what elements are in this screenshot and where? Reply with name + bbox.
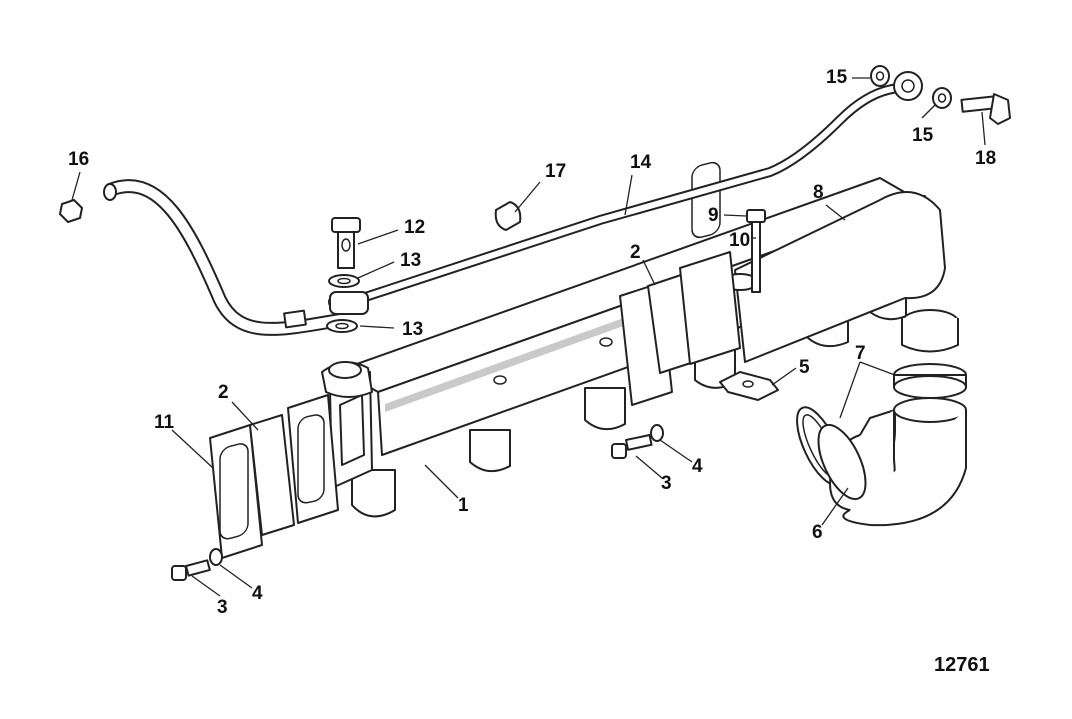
washer-4-lower	[209, 548, 223, 566]
hose-clip	[494, 201, 522, 231]
callout-12: 12	[404, 217, 426, 238]
callout-14: 14	[630, 152, 652, 173]
callout-17: 17	[545, 161, 567, 182]
callout-6: 6	[812, 522, 823, 543]
callout-5: 5	[799, 357, 810, 378]
callout-16: 16	[68, 149, 90, 170]
gasket-left-outer	[209, 424, 263, 559]
sealing-washer-upper	[328, 274, 360, 288]
callout-10: 10	[729, 230, 751, 251]
washer-15-upper	[870, 65, 890, 87]
water-hose	[103, 83, 901, 336]
bolt-3-middle	[611, 434, 653, 459]
callout-13-lower: 13	[402, 319, 424, 340]
callout-2-left: 2	[218, 382, 229, 403]
mounting-bracket	[719, 371, 779, 401]
callout-18: 18	[975, 148, 997, 169]
callout-9: 9	[708, 205, 719, 226]
callout-4-lower: 4	[252, 583, 263, 604]
gasket-middle	[619, 161, 741, 406]
callout-11: 11	[154, 412, 175, 433]
hose-clamp-upper	[893, 363, 967, 399]
hex-nut	[59, 199, 83, 223]
callout-2-middle: 2	[630, 242, 641, 263]
callout-15-lower: 15	[912, 125, 934, 146]
callout-4-middle: 4	[692, 456, 703, 477]
gasket-left-inner	[249, 394, 339, 536]
bolt-3-lower	[171, 559, 211, 581]
bolt-18	[960, 93, 1011, 125]
banjo-bolt	[331, 217, 361, 269]
sealing-washer-lower	[326, 319, 358, 333]
washer-15-lower	[932, 87, 952, 109]
callout-13-upper: 13	[400, 250, 422, 271]
callout-8: 8	[813, 182, 824, 203]
leader-lines	[71, 77, 986, 597]
exhaust-elbow-hose	[817, 397, 967, 527]
hose-end-banjo	[893, 71, 923, 101]
callout-3-lower: 3	[217, 597, 228, 618]
callout-15-upper: 15	[826, 67, 848, 88]
washer-4-middle	[650, 424, 664, 442]
callout-3-middle: 3	[661, 473, 672, 494]
exhaust-elbow-section	[721, 191, 959, 363]
callout-1: 1	[458, 495, 469, 516]
figure-number: 12761	[934, 654, 990, 676]
callout-7: 7	[855, 343, 866, 364]
bolt-9	[746, 209, 766, 293]
